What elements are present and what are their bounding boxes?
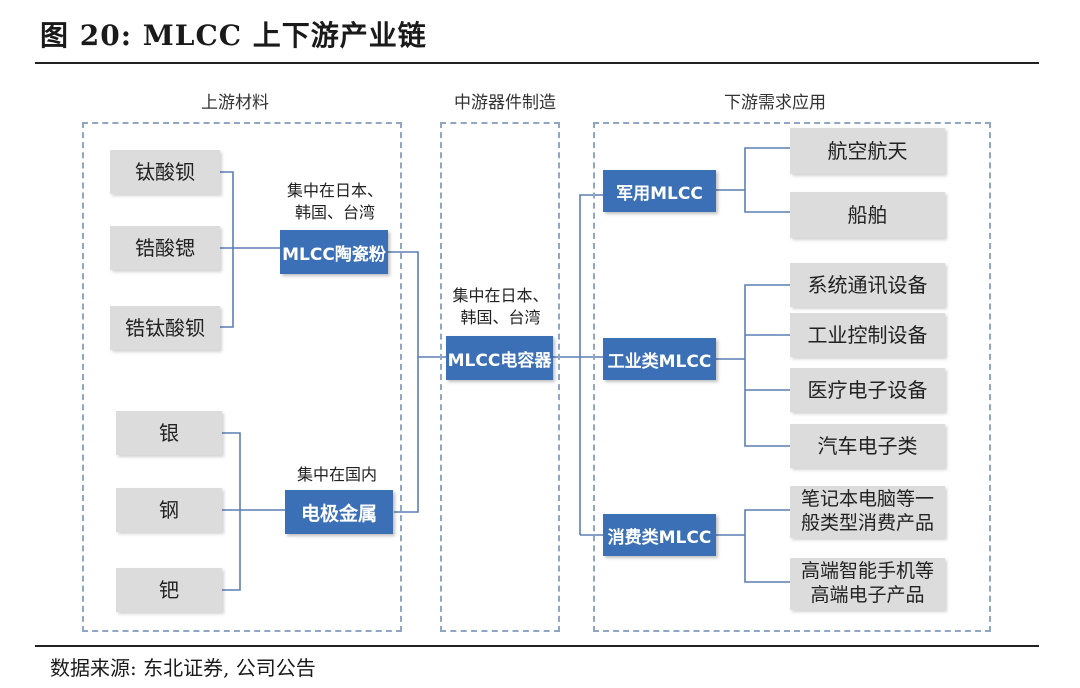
material-barium-titanate: 钛酸钡 [110, 150, 220, 194]
app-medical-electronics: 医疗电子设备 [790, 368, 945, 412]
connector-consumer-apps [716, 509, 790, 583]
metal-palladium: 钯 [116, 568, 222, 612]
app-telecom-equipment: 系统通讯设备 [790, 263, 945, 307]
column-head-upstream: 上游材料 [201, 93, 269, 113]
electrode-metal-box: 电极金属 [285, 490, 393, 534]
column-head-midstream: 中游器件制造 [454, 93, 556, 113]
connector-metal-bracket [222, 432, 285, 591]
category-military: 军用MLCC [603, 170, 716, 212]
app-industrial-control: 工业控制设备 [790, 313, 945, 357]
metal-silver: 银 [116, 411, 222, 455]
app-ships: 船舶 [790, 192, 945, 238]
bottom-rule [35, 645, 1039, 647]
capacitor-note: 集中在日本、 韩国、台湾 [452, 286, 549, 327]
midstream-panel [440, 122, 560, 632]
data-source: 数据来源: 东北证券, 公司公告 [50, 656, 316, 680]
upstream-panel [82, 122, 402, 632]
material-barium-zirconate-titanate: 锆钛酸钡 [110, 306, 220, 350]
connector-military-apps [716, 147, 790, 213]
app-automotive-electronics: 汽车电子类 [790, 424, 945, 468]
category-industrial: 工业类MLCC [603, 338, 716, 380]
material-strontium-zirconate: 锆酸锶 [110, 226, 220, 270]
app-laptop-consumer: 笔记本电脑等一 般类型消费产品 [790, 486, 945, 538]
connector-ceramic-bracket [220, 171, 280, 328]
figure-title: 图 20: MLCC 上下游产业链 [40, 19, 427, 52]
downstream-panel [593, 122, 991, 632]
mlcc-capacitor-box: MLCC电容器 [446, 336, 553, 380]
category-consumer: 消费类MLCC [603, 514, 716, 556]
ceramic-powder-box: MLCC陶瓷粉 [280, 230, 388, 274]
connector-to-downstream [553, 194, 603, 536]
ceramic-powder-note: 集中在日本、 韩国、台湾 [286, 181, 383, 222]
connector-industrial-apps [716, 284, 790, 447]
metal-steel: 钢 [116, 488, 222, 532]
app-aerospace: 航空航天 [790, 128, 945, 174]
column-head-downstream: 下游需求应用 [724, 93, 826, 113]
top-rule [35, 62, 1039, 64]
electrode-metal-note: 集中在国内 [296, 465, 377, 484]
app-smartphone-highend: 高端智能手机等 高端电子产品 [790, 558, 945, 610]
